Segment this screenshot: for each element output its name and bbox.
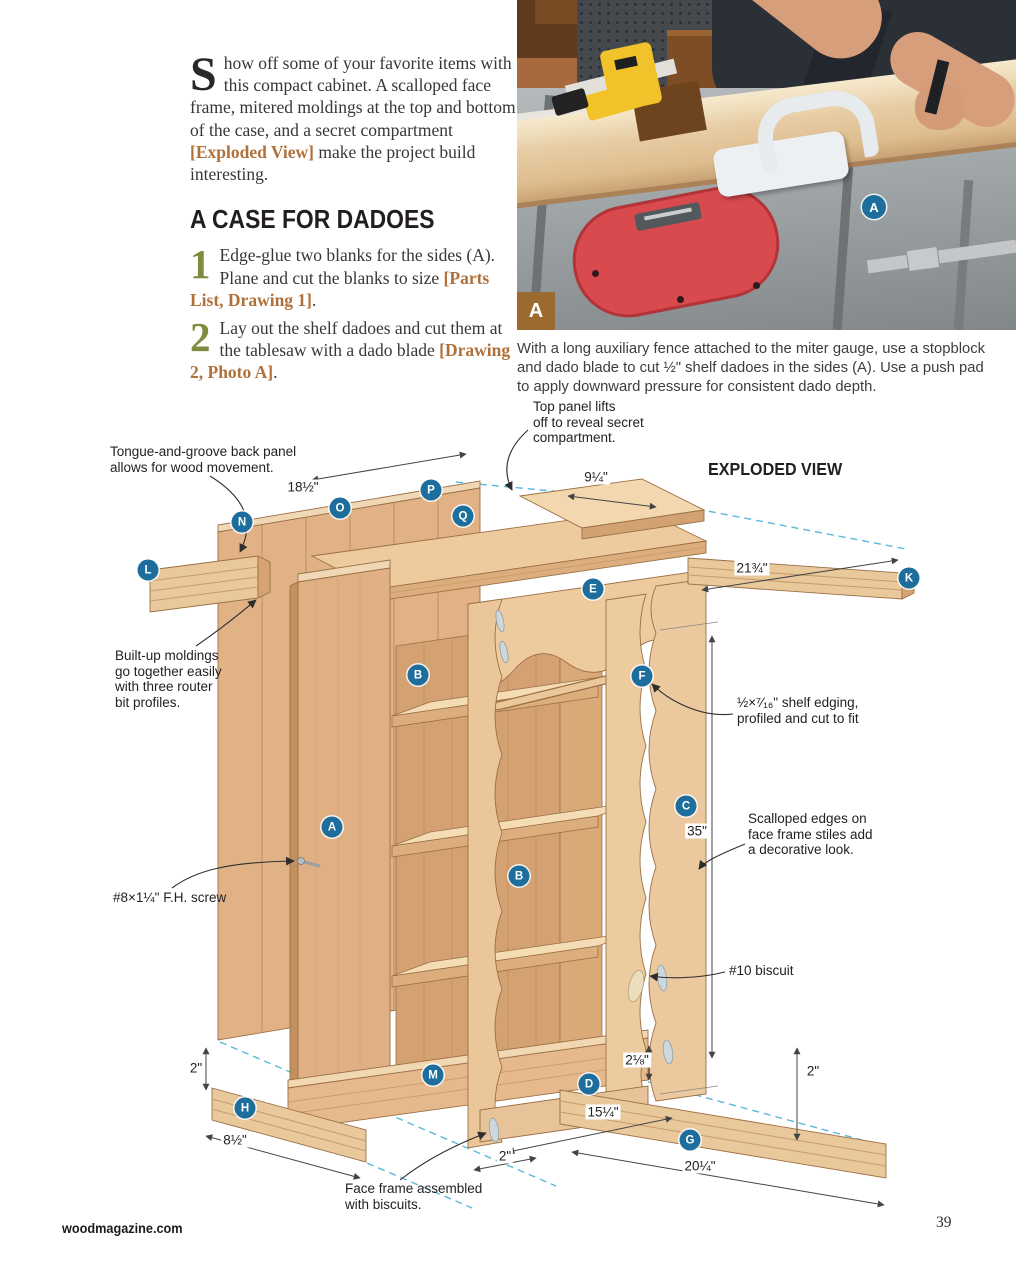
photo-tablesaw-dado: A A	[517, 0, 1016, 330]
step-2-text: Lay out the shelf dadoes and cut them at…	[219, 317, 503, 361]
photo-caption: With a long auxiliary fence attached to …	[517, 341, 986, 396]
step-1-text: Edge-glue two blanks for the sides (A). …	[219, 245, 496, 288]
parts-list-link[interactable]: [Parts List, Drawing 1]	[190, 267, 490, 310]
section-heading: A CASE FOR DADOES	[190, 204, 435, 235]
intro-text: how off some of your favorite items with…	[190, 53, 516, 140]
photo-plate-screw	[753, 282, 760, 289]
exploded-view-illustration	[149, 429, 915, 1209]
part-molding-l	[149, 555, 271, 613]
drawing-2-link[interactable]: [Drawing 2, Photo A]	[190, 340, 511, 383]
part-molding-k	[687, 557, 915, 600]
exploded-view-link[interactable]: [Exploded View]	[190, 141, 314, 162]
photo-plate-screw	[677, 296, 684, 303]
part-stile-c	[648, 578, 707, 1102]
biscuits	[488, 609, 674, 1143]
photo-table-bolt	[905, 245, 941, 273]
screw-icon	[297, 857, 321, 868]
footer-page-number: 39	[936, 1214, 952, 1231]
drop-cap: S	[190, 48, 217, 101]
step-1-number: 1	[190, 241, 211, 288]
part-side-a	[289, 559, 391, 1125]
photo-figure-label-a: A	[517, 292, 555, 330]
footer-site-url[interactable]: woodmagazine.com	[62, 1221, 183, 1236]
photo-plate-screw	[592, 270, 599, 277]
photo-part-badge-a: A	[862, 195, 886, 219]
part-top-panel	[310, 478, 708, 602]
step-2-number: 2	[190, 313, 211, 360]
intro-text: make the project build interesting.	[190, 141, 476, 185]
